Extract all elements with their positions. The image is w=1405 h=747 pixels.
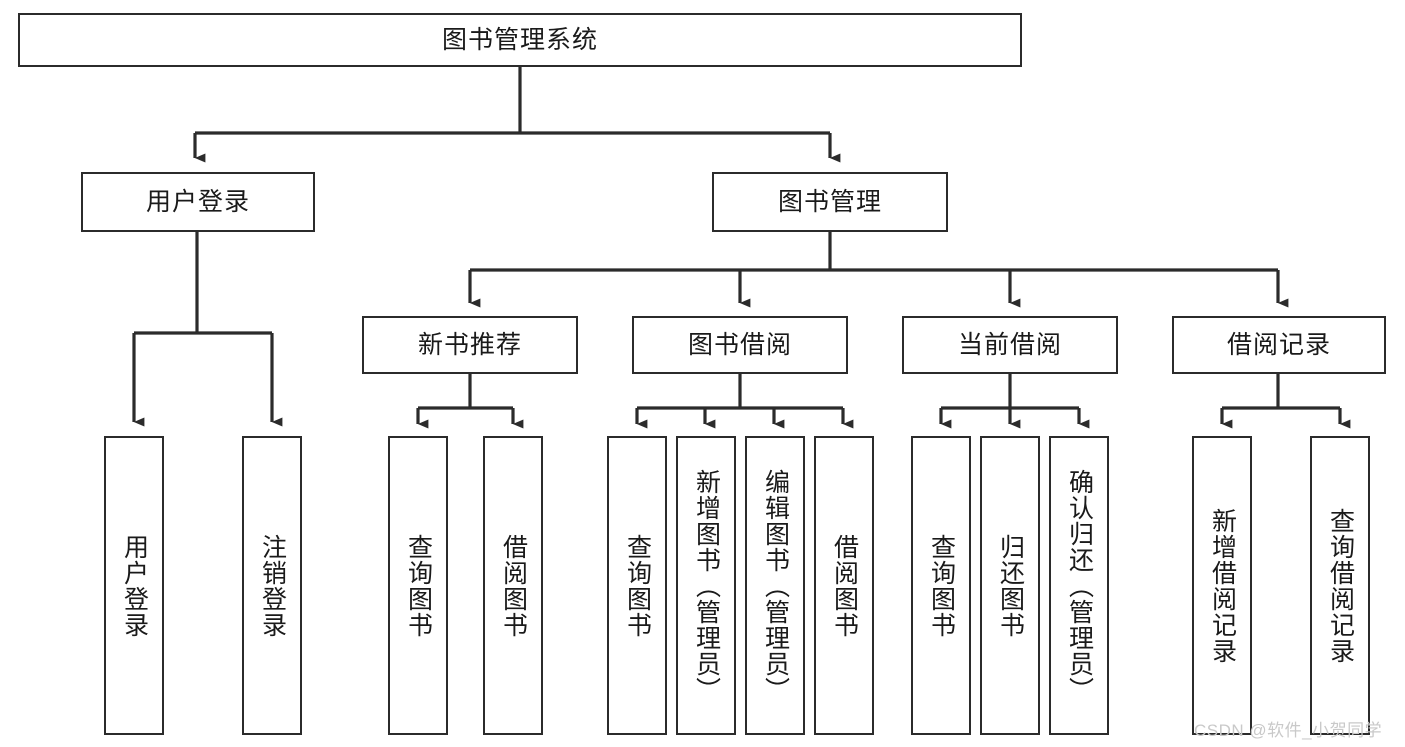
node-leaf-borrow-book-1[interactable]: 借阅图书	[483, 436, 543, 735]
node-leaf-add-book[interactable]: 新增图书（管理员）	[676, 436, 736, 735]
node-leaf-confirm-return[interactable]: 确认归还（管理员）	[1049, 436, 1109, 735]
node-book-manage-label: 图书管理	[777, 187, 882, 216]
node-leaf-borrow-book-2[interactable]: 借阅图书	[814, 436, 874, 735]
node-leaf-add-book-label: 新增图书（管理员）	[692, 468, 721, 703]
node-leaf-query-book-1[interactable]: 查询图书	[388, 436, 448, 735]
node-leaf-borrow-book-2-label: 借阅图书	[830, 533, 859, 638]
node-current-borrow-label: 当前借阅	[957, 330, 1062, 359]
node-root[interactable]: 图书管理系统	[18, 13, 1022, 67]
node-new-book-rec-label: 新书推荐	[417, 330, 522, 359]
node-leaf-borrow-book-1-label: 借阅图书	[499, 533, 528, 638]
node-borrow-record[interactable]: 借阅记录	[1172, 316, 1386, 374]
node-leaf-edit-book[interactable]: 编辑图书（管理员）	[745, 436, 805, 735]
node-leaf-logout[interactable]: 注销登录	[242, 436, 302, 735]
node-leaf-confirm-return-label: 确认归还（管理员）	[1065, 468, 1094, 703]
node-leaf-query-record[interactable]: 查询借阅记录	[1310, 436, 1370, 735]
node-leaf-return-book[interactable]: 归还图书	[980, 436, 1040, 735]
node-current-borrow[interactable]: 当前借阅	[902, 316, 1118, 374]
node-leaf-query-book-2-label: 查询图书	[623, 533, 652, 638]
node-new-book-rec[interactable]: 新书推荐	[362, 316, 578, 374]
node-leaf-add-record[interactable]: 新增借阅记录	[1192, 436, 1252, 735]
node-leaf-add-record-label: 新增借阅记录	[1208, 507, 1237, 664]
node-leaf-query-book-3-label: 查询图书	[927, 533, 956, 638]
node-book-borrow[interactable]: 图书借阅	[632, 316, 848, 374]
node-user-login-label: 用户登录	[145, 187, 250, 216]
node-leaf-query-book-1-label: 查询图书	[404, 533, 433, 638]
node-leaf-query-book-2[interactable]: 查询图书	[607, 436, 667, 735]
node-leaf-return-book-label: 归还图书	[996, 533, 1025, 638]
node-root-label: 图书管理系统	[441, 25, 598, 54]
node-leaf-query-record-label: 查询借阅记录	[1326, 507, 1355, 664]
node-leaf-edit-book-label: 编辑图书（管理员）	[761, 468, 790, 703]
node-leaf-logout-label: 注销登录	[258, 533, 287, 638]
watermark: CSDN @软件_小贺同学	[1194, 721, 1383, 740]
node-leaf-user-login[interactable]: 用户登录	[104, 436, 164, 735]
node-user-login[interactable]: 用户登录	[81, 172, 315, 232]
node-book-manage[interactable]: 图书管理	[712, 172, 948, 232]
node-book-borrow-label: 图书借阅	[687, 330, 792, 359]
node-borrow-record-label: 借阅记录	[1226, 330, 1331, 359]
node-leaf-user-login-label: 用户登录	[120, 533, 149, 638]
node-leaf-query-book-3[interactable]: 查询图书	[911, 436, 971, 735]
